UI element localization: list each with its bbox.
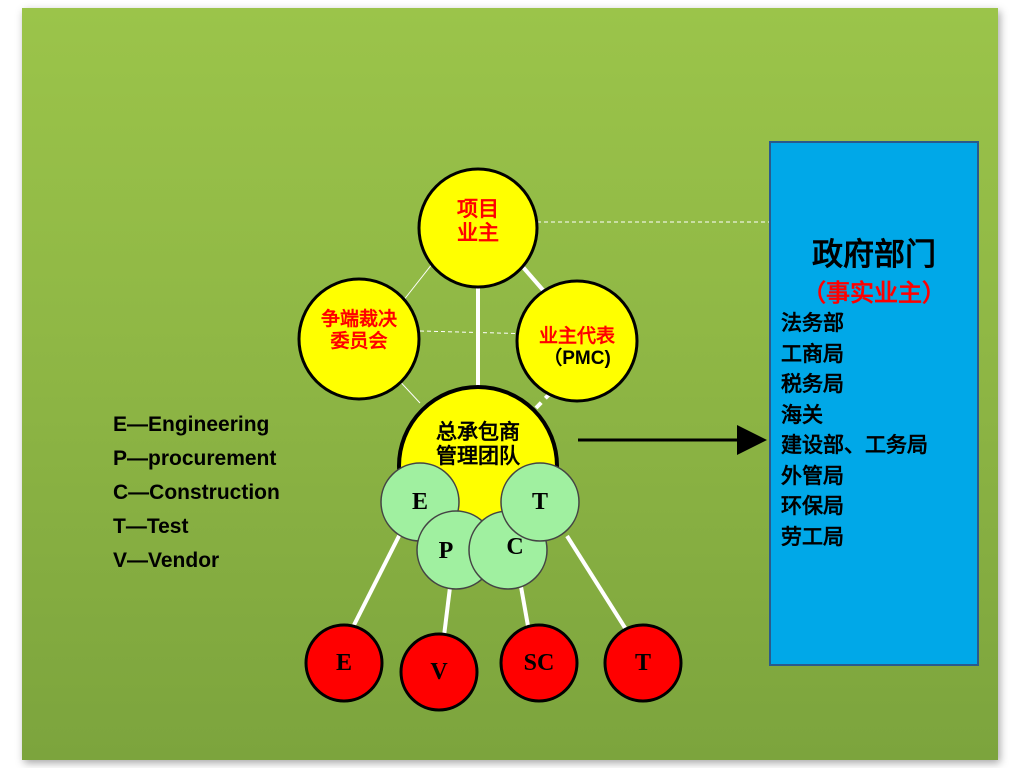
bottom-v-node[interactable] [399,632,479,712]
epc-sc-line [518,580,530,627]
legend: E—Engineering P—procurement C—Constructi… [113,408,280,578]
department-item: 劳工局 [781,525,844,549]
org-diagram [297,167,769,712]
dispute-board-label-line2: 委员会 [330,330,388,352]
bottom-t-node[interactable] [603,623,683,703]
pmc-node[interactable] [515,279,639,403]
owner-label: 项目 业主 [428,198,528,246]
dispute-board-label-line1: 争端裁决 [320,309,397,330]
epc-t-circle[interactable] [500,462,580,542]
dispute-board-node[interactable] [297,277,421,401]
bottom-sc-letter: SC [523,650,555,676]
pmc-label: 业主代表 （PMC) [517,326,637,370]
department-item: 税务局 [781,373,844,396]
legend-item-engineering: E—Engineering [113,413,270,436]
government-box[interactable]: 政府部门 （事实业主） 法务部 工商局 税务局 海关 建设部、工务局 外管局 环… [769,141,979,666]
department-item: 建设部、工务局 [781,434,928,457]
bottom-e-letter: E [335,650,352,676]
bottom-t-letter: T [634,650,651,676]
legend-item-procurement: P—procurement [113,447,277,470]
contractor-label-line1: 总承包商 [436,421,520,444]
epc-t-line [565,534,629,633]
legend-item-vendor: V—Vendor [113,549,220,572]
department-item: 工商局 [781,342,844,366]
epc-t-letter: T [531,489,548,515]
epc-c-letter: C [506,534,524,560]
government-department-list: 法务部 工商局 税务局 海关 建设部、工务局 外管局 环保局 劳工局 [781,309,928,553]
owner-node[interactable] [417,167,539,289]
department-item: 海关 [781,403,823,427]
contractor-label: 总承包商 管理团队 [413,421,543,469]
owner-label-line1: 项目 [457,198,499,221]
bottom-sc-node[interactable] [499,623,579,703]
pmc-label-line2: （PMC) [543,347,611,369]
contractor-label-line2: 管理团队 [436,445,520,469]
government-subtitle: （事实业主） [802,280,946,307]
department-item: 外管局 [781,464,844,488]
dispute-board-label: 争端裁决 委员会 [299,309,419,353]
legend-item-test: T—Test [113,515,189,538]
government-title: 政府部门 [812,237,936,272]
epc-p-letter: P [438,538,454,564]
department-item: 法务部 [781,312,844,335]
pmc-label-line1: 业主代表 [538,326,615,347]
owner-label-line2: 业主 [457,222,499,246]
epc-e-letter: E [411,489,428,515]
slide-background: 项目 业主 争端裁决 委员会 业主代表 （PMC) 总承包商 管理团队 E P … [22,8,998,760]
bottom-e-node[interactable] [304,623,384,703]
department-item: 环保局 [781,495,844,518]
legend-item-construction: C—Construction [113,481,280,504]
bottom-v-letter: V [430,659,448,685]
epc-e-line [352,529,404,626]
